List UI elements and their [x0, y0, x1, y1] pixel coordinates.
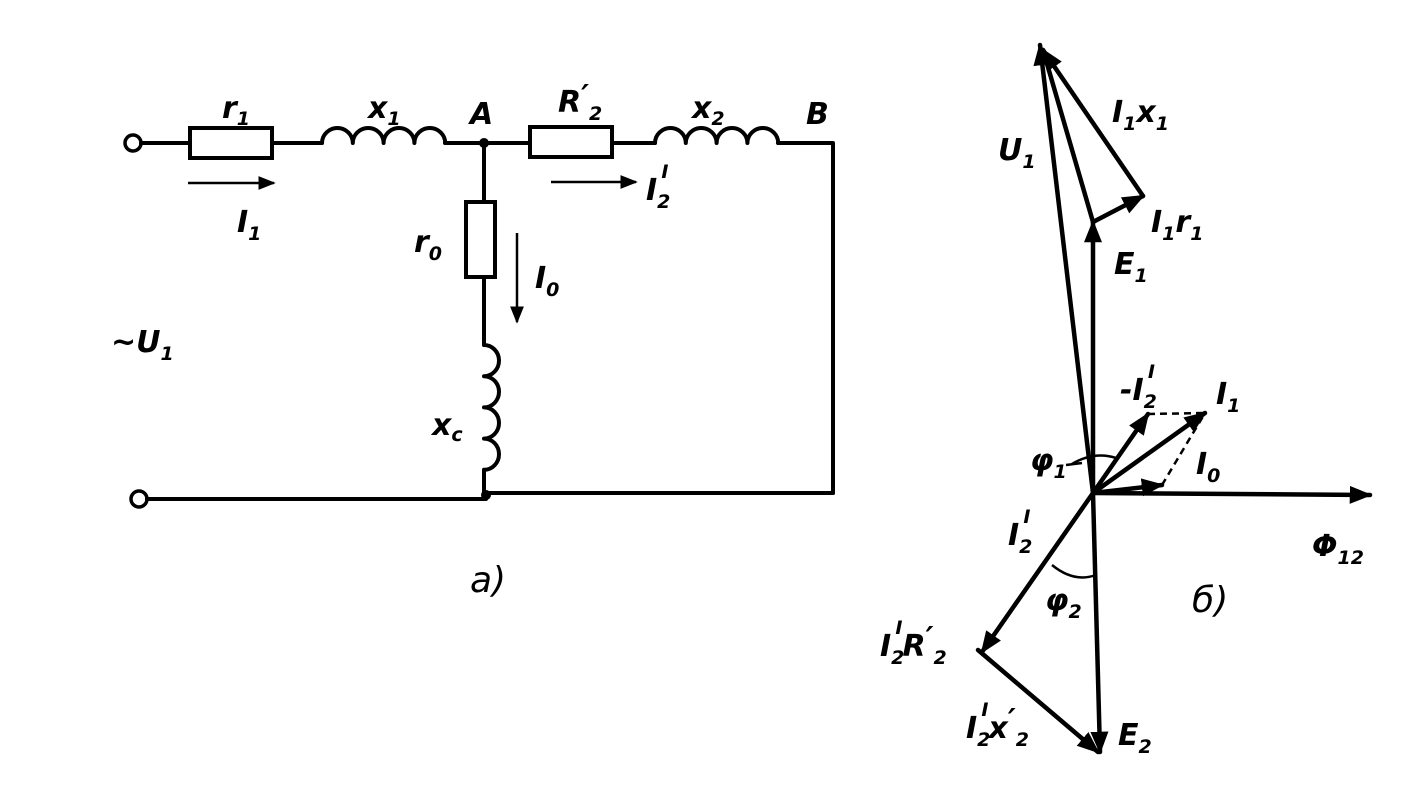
u1-vector [1033, 42, 1096, 496]
flux-label: Φ12 [1312, 529, 1364, 569]
e1-u1-side [1040, 47, 1096, 225]
phi1-label: φ1 [1030, 443, 1067, 483]
circuit-caption: а) [470, 560, 506, 601]
inductor-xc [482, 343, 501, 472]
node-a-label: A [468, 97, 493, 132]
e2-label: E2 [1118, 718, 1152, 758]
phi1-pointer [1065, 461, 1083, 467]
u1-label: ~U1 [111, 325, 174, 365]
i0-label: I0 [535, 261, 559, 301]
i1-label: I1 [237, 205, 261, 245]
input-terminal-top [123, 133, 143, 153]
node-b-label: B [806, 97, 829, 132]
node-a-dot [479, 138, 489, 148]
resistor-r2 [528, 125, 614, 159]
e2-vector [1090, 490, 1109, 755]
neg-i2p-label: -I2I [1120, 361, 1157, 413]
i1r1-vector [1090, 193, 1146, 225]
r0-label: r0 [414, 225, 442, 265]
phasor-caption: б) [1192, 580, 1228, 621]
neg-i2p-vector [1090, 411, 1151, 496]
i2x2-label: I2Ix′2 [966, 699, 1029, 751]
i1x1-vector [1040, 47, 1146, 199]
i2p-phasor-label: I2I [1008, 506, 1032, 558]
i1-vector [1090, 410, 1208, 496]
xc-label: xc [430, 408, 463, 446]
input-terminal-bottom [129, 489, 149, 509]
phi2-label: φ2 [1045, 583, 1082, 623]
i0-vector [1090, 478, 1165, 497]
i2x2-vector [975, 647, 1101, 755]
dashed-line-top [1147, 411, 1206, 416]
u1-phasor-label: U1 [998, 133, 1036, 173]
junction-bottom-dot [481, 490, 491, 500]
dashed-line-right [1160, 412, 1207, 486]
resistor-r0 [464, 200, 497, 279]
i2p-vector [979, 490, 1096, 655]
equivalent-circuit: r1 x1 A R′2 x2 B I1 I2I r0 I0 xc ~U1 а) [111, 79, 835, 601]
x1-label: x1 [366, 91, 401, 130]
i1-phasor-label: I1 [1216, 377, 1240, 417]
r1-label: r1 [222, 91, 250, 130]
i1r1-label: I1r1 [1151, 205, 1203, 245]
flux-axis [1090, 485, 1373, 504]
i0-phasor-label: I0 [1196, 447, 1220, 487]
inductor-x2 [653, 126, 781, 145]
e1-label: E1 [1114, 247, 1148, 287]
i2r2-label: I2IR′2 [880, 617, 947, 669]
resistor-r1 [188, 126, 274, 160]
i2p-label: I2I [646, 161, 670, 213]
phasor-diagram: U1 I1x1 I1r1 E1 -I2I I1 φ1 I0 Φ12 I2I φ2… [880, 42, 1373, 758]
i1x1-label: I1x1 [1112, 95, 1169, 135]
phi1-arc [1071, 454, 1117, 466]
inductor-x1 [320, 126, 448, 145]
phi2-arc [1051, 564, 1097, 579]
r2p-label: R′2 [558, 79, 602, 125]
x2-label: x2 [690, 91, 725, 130]
